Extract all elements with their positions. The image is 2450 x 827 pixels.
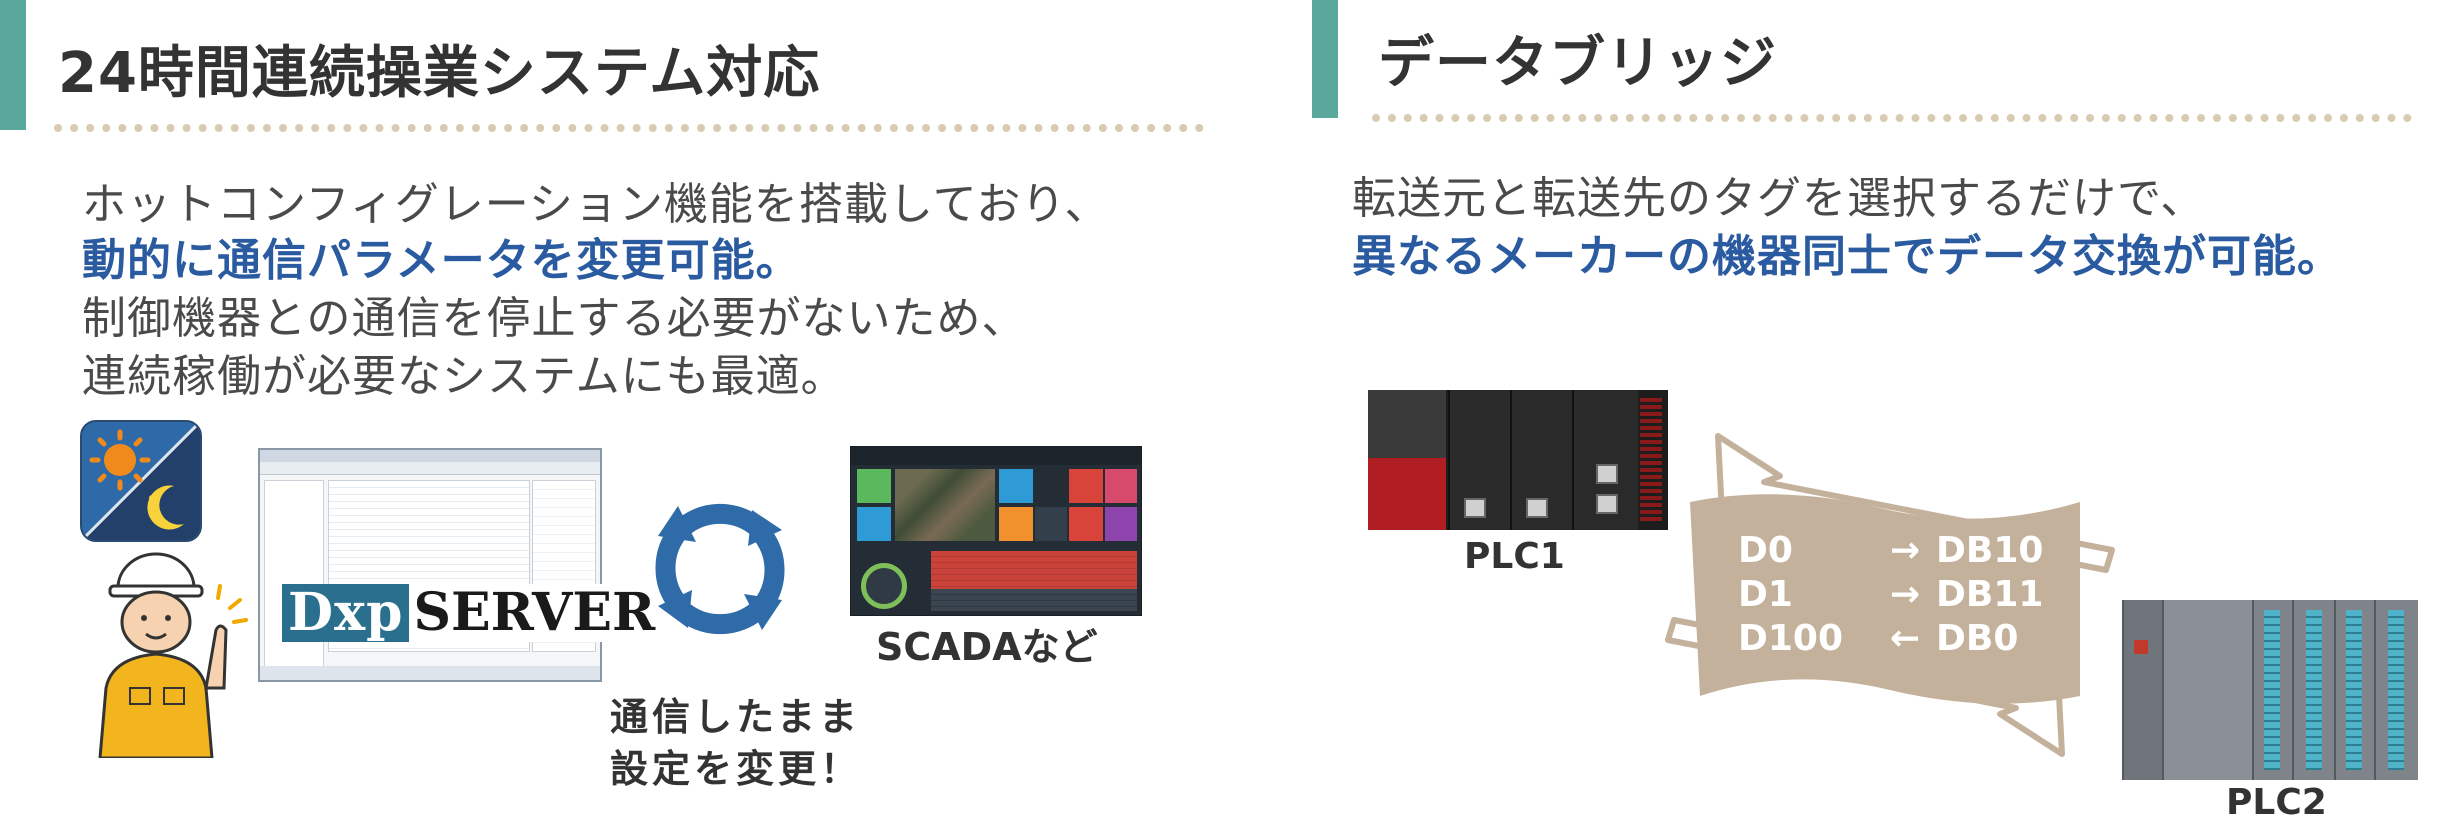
mapping-dir-3: ← (1890, 618, 1921, 659)
plc1-led-column (1640, 398, 1662, 524)
scada-tile-blue (999, 469, 1033, 503)
mapping-source: D100 (1738, 618, 1844, 659)
plc2-io-strip-3 (2346, 610, 2362, 770)
mapping-row-1: D0 (1738, 530, 1793, 571)
worker-illustration (80, 548, 250, 760)
scada-data-rows (931, 589, 1137, 611)
plc2-module-io-4 (2374, 600, 2418, 780)
left-line-3: 制御機器との通信を停止する必要がないため、 (82, 293, 1027, 344)
plc2-module-io-1 (2252, 600, 2294, 780)
plc2-device (2122, 600, 2418, 780)
plc1-label: PLC1 (1464, 536, 1565, 577)
logo-dxp-text: Dxp (282, 584, 410, 642)
right-heading: データブリッジ (1378, 31, 1777, 96)
plc1-device (1368, 390, 1668, 530)
mapping-target-3: DB0 (1936, 618, 2019, 659)
scada-tile-red-2 (1069, 507, 1103, 541)
plc1-port-4 (1596, 494, 1618, 514)
plc1-port-2 (1526, 498, 1548, 518)
plc2-module-cpu (2162, 600, 2254, 780)
data-bridge-graphic (1660, 428, 2120, 768)
scada-tile-pink (1105, 469, 1137, 503)
scada-map (895, 469, 995, 541)
scada-tile-purple (1105, 507, 1137, 541)
plc2-status-led (2134, 640, 2148, 654)
window-toolbar (260, 462, 600, 475)
plc2-io-strip-1 (2264, 610, 2280, 770)
left-line-1: ホットコンフィグレーション機能を搭載しており、 (82, 179, 1110, 230)
plc1-module-1 (1448, 390, 1510, 530)
scada-tile-orange (999, 507, 1033, 541)
window-tree-pane (264, 480, 324, 672)
plc2-module-io-2 (2292, 600, 2336, 780)
plc2-io-strip-4 (2388, 610, 2404, 770)
day-night-icon (80, 420, 202, 542)
right-line-1: 転送元と転送先のタグを選択するだけで、 (1352, 173, 2206, 224)
left-line-4: 連続稼働が必要なシステムにも最適。 (82, 351, 846, 402)
plc2-module-io-3 (2334, 600, 2376, 780)
scada-tile-weather (857, 469, 891, 503)
plc2-io-strip-2 (2306, 610, 2322, 770)
left-heading-divider (54, 124, 1204, 132)
mapping-dir-2: → (1890, 574, 1921, 615)
note-line-2: 設定を変更！ (610, 747, 863, 791)
scada-dashboard (850, 446, 1142, 616)
scada-tile-dark (1035, 507, 1067, 541)
logo-server-text: SERVER (409, 584, 660, 642)
mapping-source: D1 (1738, 574, 1793, 615)
dxp-server-logo: Dxp SERVER (282, 584, 660, 642)
plc1-cpu-top (1368, 390, 1446, 458)
mapping-dir-1: → (1890, 530, 1921, 571)
left-heading: 24時間連続操業システム対応 (58, 41, 821, 106)
window-titlebar (260, 450, 600, 462)
right-accent-bar (1312, 0, 1338, 118)
dxp-server-window (258, 448, 602, 682)
scada-gauge (861, 563, 907, 609)
plc2-module-ps (2122, 600, 2164, 780)
scada-label: SCADAなど (876, 625, 1098, 669)
left-accent-bar (0, 0, 26, 130)
plc1-port-3 (1596, 464, 1618, 484)
mapping-row-3: D100 (1738, 618, 1843, 659)
plc1-port-1 (1464, 498, 1486, 518)
mapping-source: D0 (1738, 530, 1793, 571)
scada-tile-red (1069, 469, 1103, 503)
left-line-2-highlight: 動的に通信パラメータを変更可能。 (82, 235, 801, 286)
right-heading-divider (1372, 114, 2412, 122)
mapping-target-2: DB11 (1936, 574, 2044, 615)
right-line-2-highlight: 異なるメーカーの機器同士でデータ交換が可能。 (1352, 231, 2342, 282)
note-line-1: 通信したまま (610, 695, 861, 739)
window-statusbar (260, 666, 600, 680)
plc2-label: PLC2 (2226, 782, 2327, 823)
mapping-row-2: D1 (1738, 574, 1793, 615)
sync-icon (640, 488, 800, 648)
plc1-cpu-red (1368, 458, 1446, 530)
scada-header (851, 447, 1141, 465)
scada-tile-humidity (857, 507, 891, 541)
mapping-target-1: DB10 (1936, 530, 2044, 571)
